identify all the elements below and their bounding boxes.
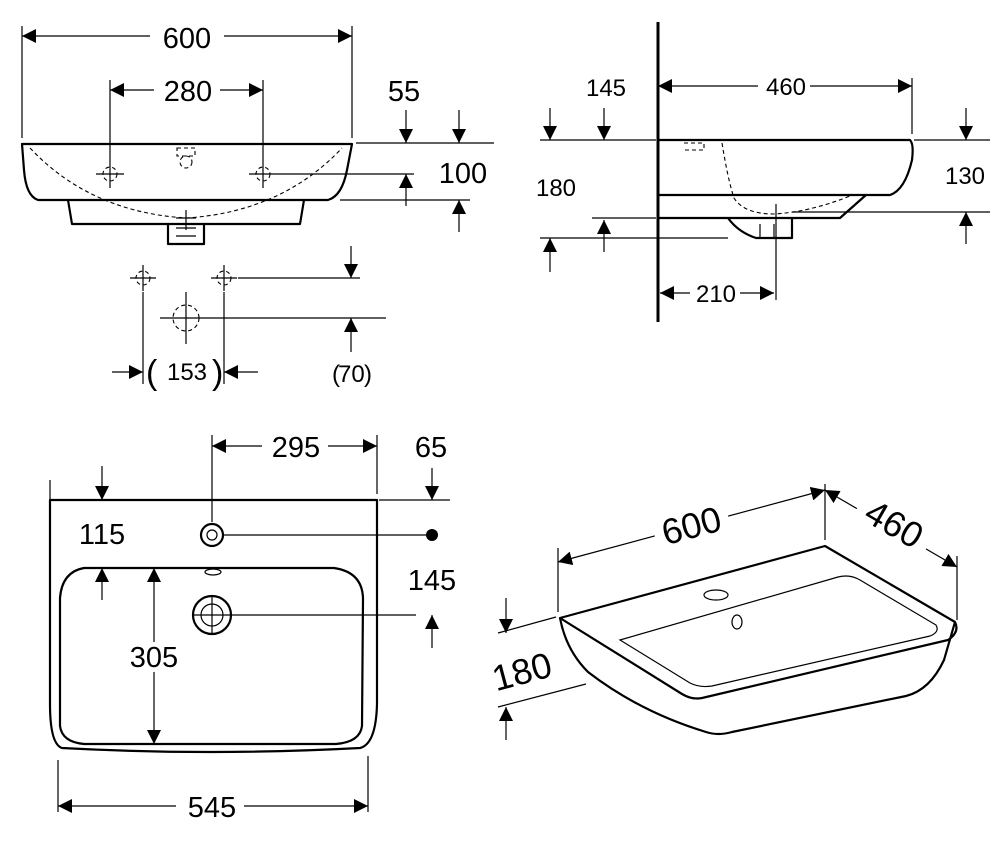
plan-view: 295 65 115 145 305 545 <box>48 430 456 824</box>
dim-tap-spacing-label: 280 <box>164 76 212 108</box>
dim-fixing-height-label: 70 <box>338 361 365 388</box>
dim-tap-hole-offset-label: 65 <box>415 432 447 464</box>
fixing-hole-left-icon <box>130 265 156 291</box>
dim-depth-label: 460 <box>766 74 806 101</box>
dim-body-height-label: 130 <box>945 163 985 190</box>
dim-bottom-width-label: 545 <box>188 792 236 824</box>
dim-waste-from-wall-label: 210 <box>696 281 736 308</box>
dim-overflow-offset-label: 55 <box>388 76 420 108</box>
side-view: 145 180 460 130 210 <box>536 22 990 322</box>
basin-side-outline <box>658 138 914 197</box>
tap-hole-iso-icon <box>703 589 729 601</box>
bowl-plan-outline <box>58 566 365 746</box>
dim-total-height-label: 180 <box>536 175 576 202</box>
dim-waste-from-back-label: 145 <box>408 565 456 597</box>
basin-iso-rim <box>558 544 958 700</box>
basin-iso-body <box>558 617 957 736</box>
dim-mounting-height-label: 100 <box>439 158 487 190</box>
svg-text:(: ( <box>146 354 158 392</box>
bowl-hidden-line <box>29 147 343 219</box>
dim-iso-height-label: 180 <box>488 644 557 699</box>
bowl-side-hidden-line <box>721 142 851 215</box>
waste-outlet-icon <box>191 594 233 636</box>
dim-width-label: 600 <box>163 23 211 55</box>
overflow-iso-icon <box>731 614 743 630</box>
fixing-hole-right-icon <box>211 265 237 291</box>
dim-fixing-spacing-label: 153 <box>167 359 207 386</box>
dim-back-rim-label: 115 <box>79 519 125 551</box>
svg-text:): ) <box>212 354 223 392</box>
tap-hole-icon <box>199 522 225 548</box>
overflow-hole-front <box>176 147 196 157</box>
isometric-view: 600 460 180 <box>488 484 958 740</box>
basin-front-outline <box>20 142 354 202</box>
waste-position-icon <box>160 292 212 344</box>
front-view: 600 280 55 100 <box>20 20 494 246</box>
tap-hole-marker <box>426 529 438 541</box>
waste-outlet-front <box>166 224 206 246</box>
dim-bowl-depth-label: 305 <box>130 642 178 674</box>
waste-outlet-side <box>727 217 794 240</box>
svg-text:): ) <box>364 361 372 388</box>
overflow-side <box>684 142 705 151</box>
svg-text:(: ( <box>332 361 340 388</box>
basin-iso-bowl <box>618 575 938 688</box>
tap-hole-right-icon <box>249 160 277 188</box>
dim-overflow-from-wall-label: 145 <box>586 75 626 102</box>
tap-hole-left-icon <box>96 160 124 188</box>
basin-underside <box>658 194 867 220</box>
dim-tap-hole-distance-label: 295 <box>272 432 320 464</box>
basin-plan-outline <box>48 498 379 754</box>
dim-iso-width-label: 600 <box>657 498 726 553</box>
fixing-detail: ( 153 ) ( 70 ) <box>112 246 386 392</box>
